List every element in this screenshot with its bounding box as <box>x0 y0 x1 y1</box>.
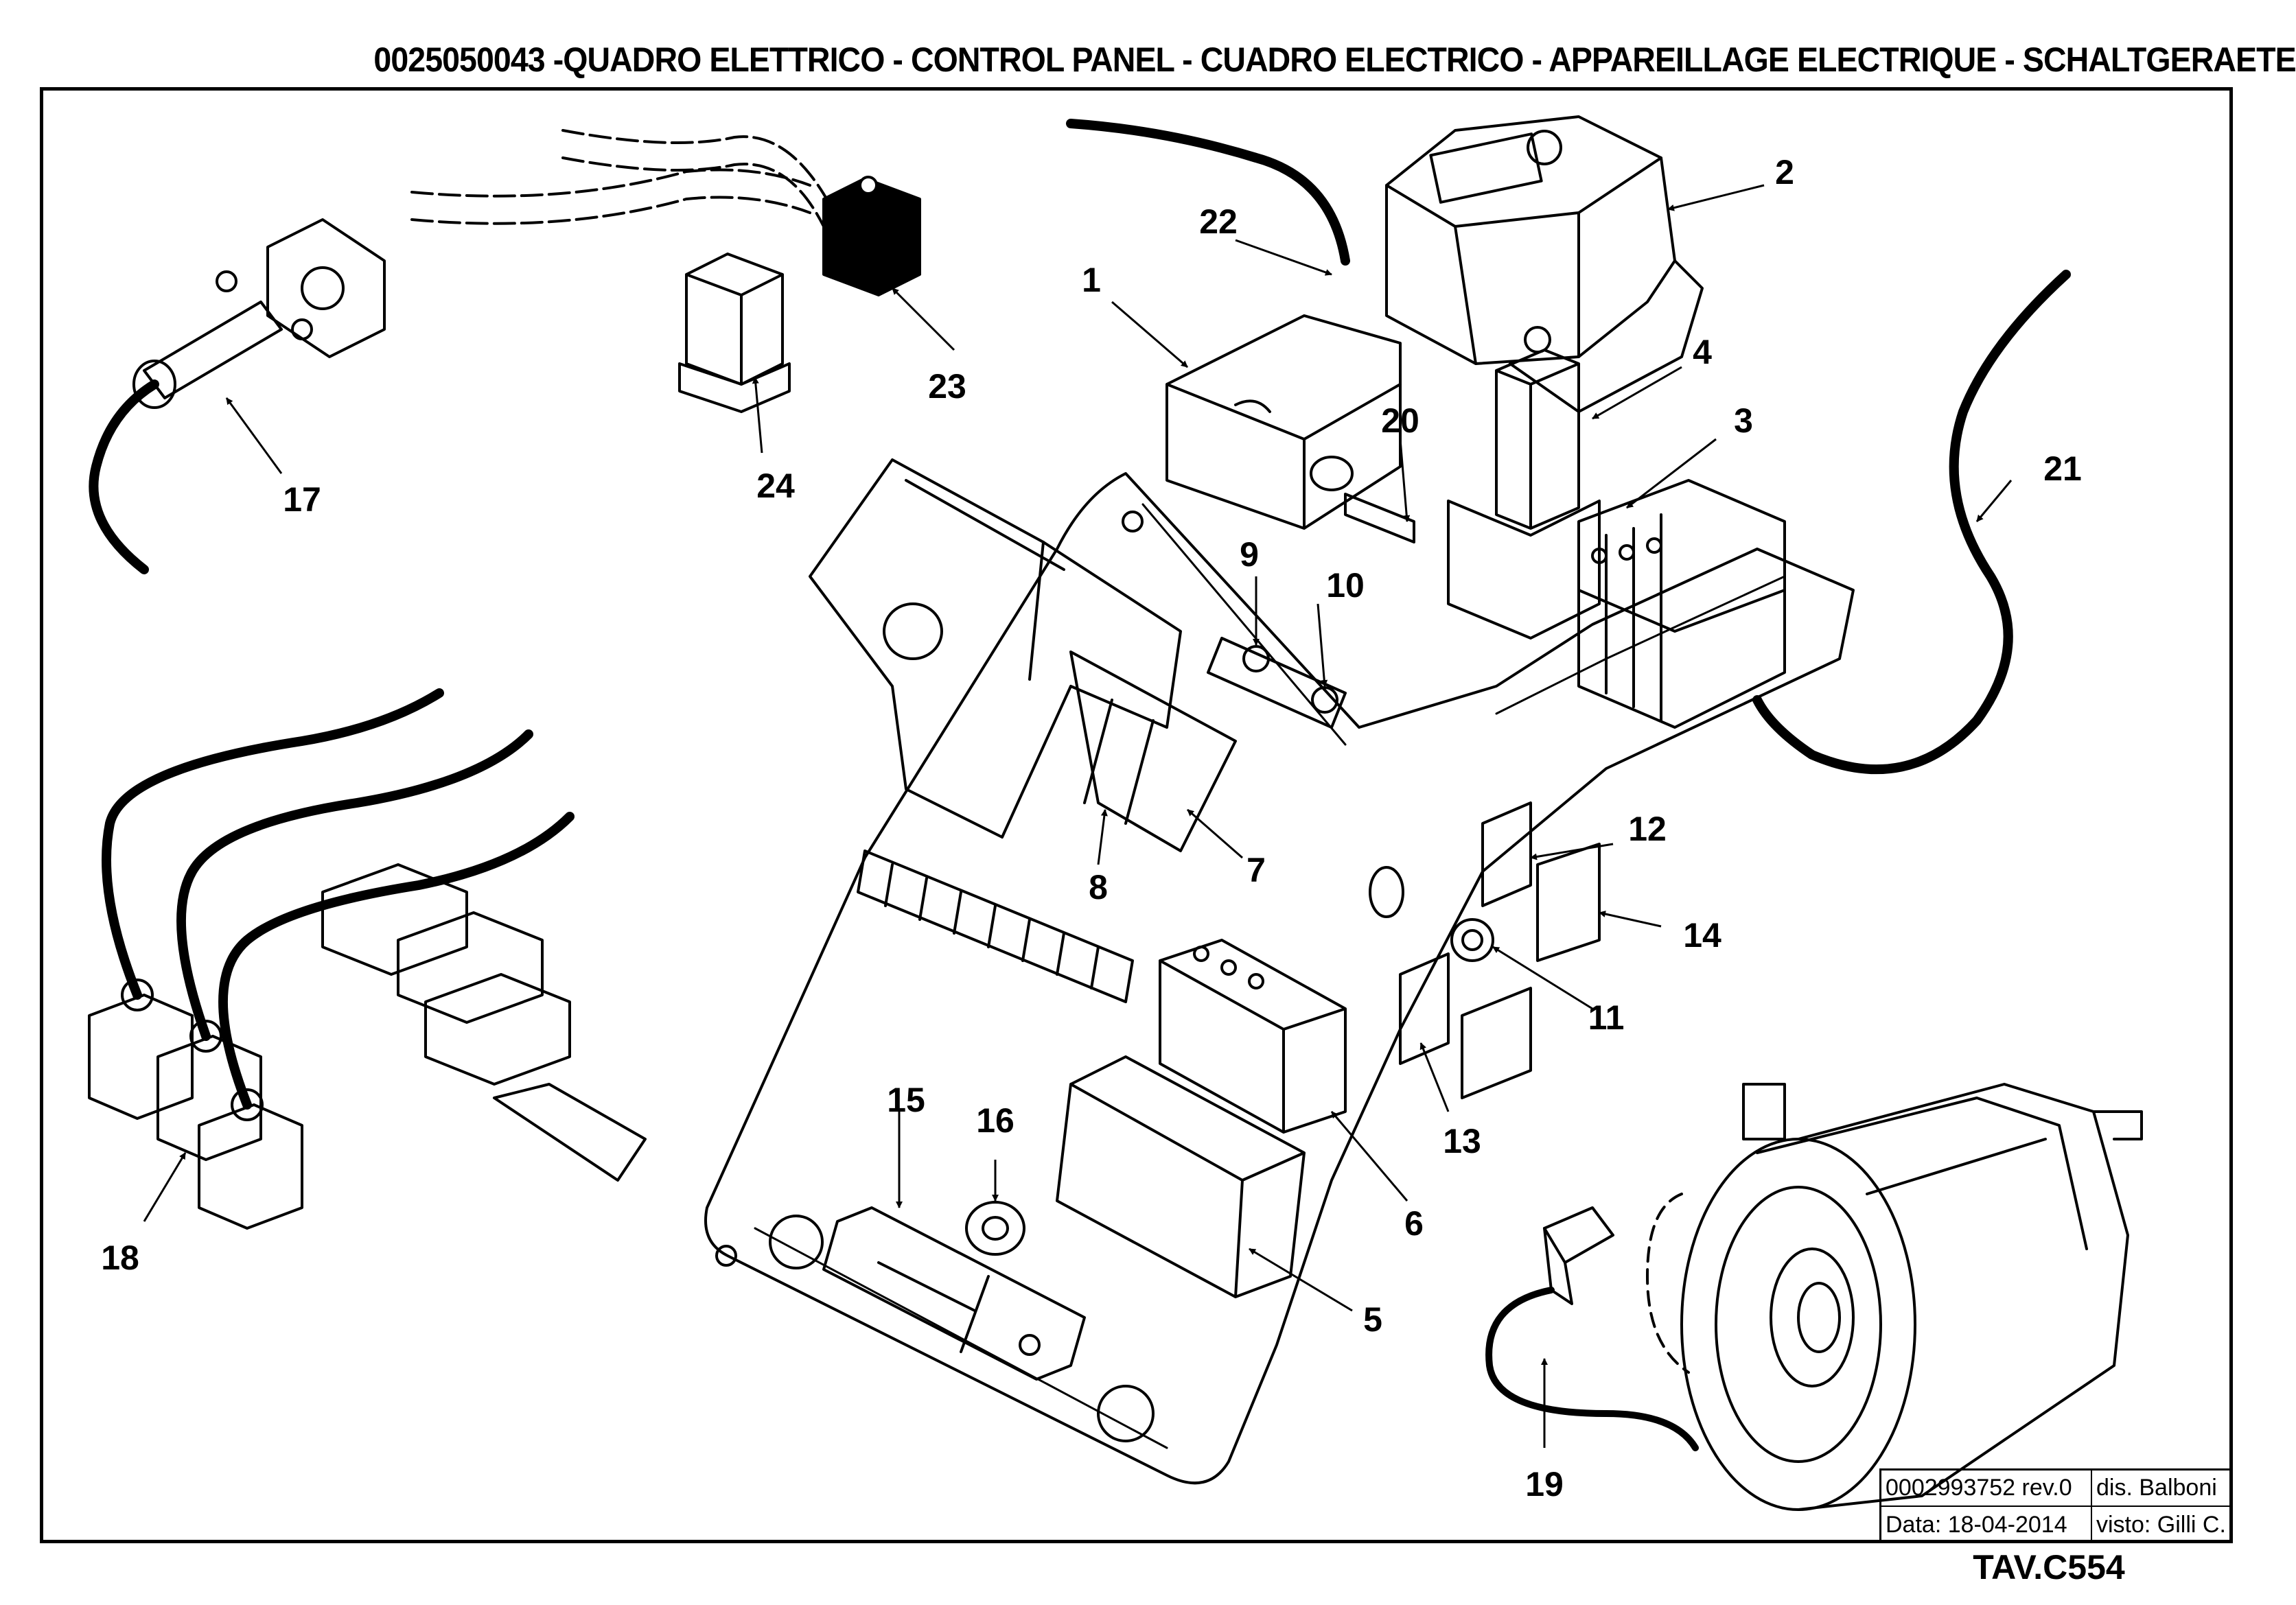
part-18-valve-coil-c <box>198 1103 303 1230</box>
part-7-transformer <box>1069 651 1237 852</box>
checked-by: visto: Gilli C. <box>2096 1512 2226 1538</box>
part-17-flame-sensor <box>143 301 283 399</box>
callout-8: 8 <box>1089 868 1108 906</box>
callout-21: 21 <box>2043 449 2082 488</box>
part-5-board <box>1056 1055 1306 1298</box>
callout-10: 10 <box>1326 566 1365 605</box>
cable-22 <box>1066 119 1350 266</box>
table-reference: TAV.C554 <box>1973 1548 2125 1586</box>
part-19-plug <box>1543 1206 1614 1264</box>
callout-4: 4 <box>1693 333 1712 371</box>
callout-9: 9 <box>1240 535 1259 574</box>
part-14-cover <box>1536 843 1601 962</box>
part-15-cable-clamp <box>822 1206 1086 1381</box>
drawing-date: Data: 18-04-2014 <box>1881 1507 2092 1543</box>
part-3-terminal-block <box>1577 479 1786 729</box>
part-20-electrode <box>1344 493 1415 543</box>
callout-24: 24 <box>756 467 795 505</box>
page-title: 0025050043 -QUADRO ELETTRICO - CONTROL P… <box>373 40 2296 79</box>
cable-21 <box>1752 270 2071 775</box>
part-12-switch <box>1481 801 1532 907</box>
callout-12: 12 <box>1628 810 1667 848</box>
part-4-solenoid <box>1495 349 1580 530</box>
cable-18-b <box>176 729 533 1041</box>
part-1-box <box>1166 314 1402 530</box>
part-13-switch <box>1399 952 1450 1065</box>
callout-5: 5 <box>1363 1300 1382 1339</box>
title-block: 0002993752 rev.0 dis. Balboni Data: 18-0… <box>1879 1468 2233 1543</box>
callout-1: 1 <box>1082 261 1101 299</box>
part-11-fuse-holder <box>1450 918 1494 962</box>
cable-19 <box>1485 1287 1699 1451</box>
base-plate <box>704 472 1855 1485</box>
drawing-number: 0002993752 rev.0 <box>1881 1471 2092 1507</box>
callout-13: 13 <box>1443 1122 1481 1160</box>
part-9-bracket <box>1207 637 1347 729</box>
callout-6: 6 <box>1404 1204 1424 1243</box>
callout-23: 23 <box>928 367 966 406</box>
part-24-connector <box>685 253 784 386</box>
designer: dis. Balboni <box>2092 1471 2233 1507</box>
callout-16: 16 <box>976 1101 1014 1140</box>
callout-17: 17 <box>283 480 321 519</box>
callout-18: 18 <box>101 1239 139 1277</box>
cable-17 <box>89 379 159 574</box>
cable-18-a <box>102 688 444 1000</box>
callout-3: 3 <box>1734 401 1753 440</box>
part-2-actuator <box>1385 115 1676 365</box>
callout-15: 15 <box>887 1081 925 1119</box>
part-23-connector <box>822 177 921 296</box>
callout-22: 22 <box>1199 202 1238 241</box>
callout-19: 19 <box>1525 1465 1564 1503</box>
callout-14: 14 <box>1683 916 1721 954</box>
terminal-strip <box>857 850 1134 1003</box>
drawing-frame <box>40 87 2233 1543</box>
cable-18-c <box>218 812 575 1110</box>
part-18-valve-coil-a <box>88 994 194 1120</box>
callout-2: 2 <box>1775 153 1794 191</box>
callout-7: 7 <box>1246 851 1266 889</box>
part-16-cable-gland <box>965 1201 1025 1256</box>
callout-11: 11 <box>1588 998 1625 1037</box>
transformer-housing <box>809 458 1182 839</box>
callout-20: 20 <box>1381 401 1419 440</box>
part-6-relay <box>1159 939 1347 1134</box>
part-18-valve-coil-b <box>156 1035 262 1161</box>
